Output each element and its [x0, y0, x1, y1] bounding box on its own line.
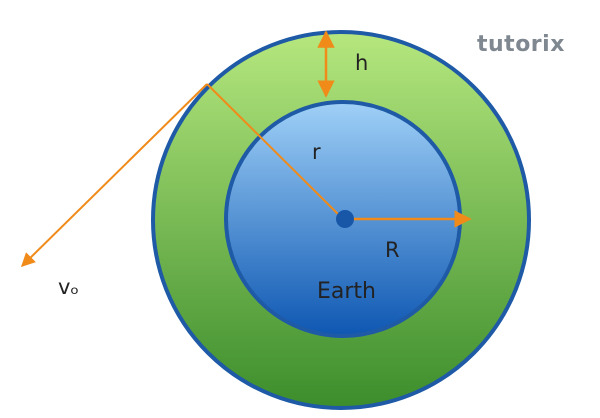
center-dot — [336, 210, 354, 228]
height-label: h — [355, 51, 368, 75]
brand-logo: tutorix — [477, 32, 565, 57]
orbit-radius-label: r — [312, 140, 321, 164]
velocity-label: vₒ — [58, 275, 79, 299]
earth-label: Earth — [317, 279, 376, 304]
velocity-arrow — [21, 83, 208, 267]
earth-radius-label: R — [385, 238, 400, 262]
orbit-radius-line — [206, 83, 343, 219]
